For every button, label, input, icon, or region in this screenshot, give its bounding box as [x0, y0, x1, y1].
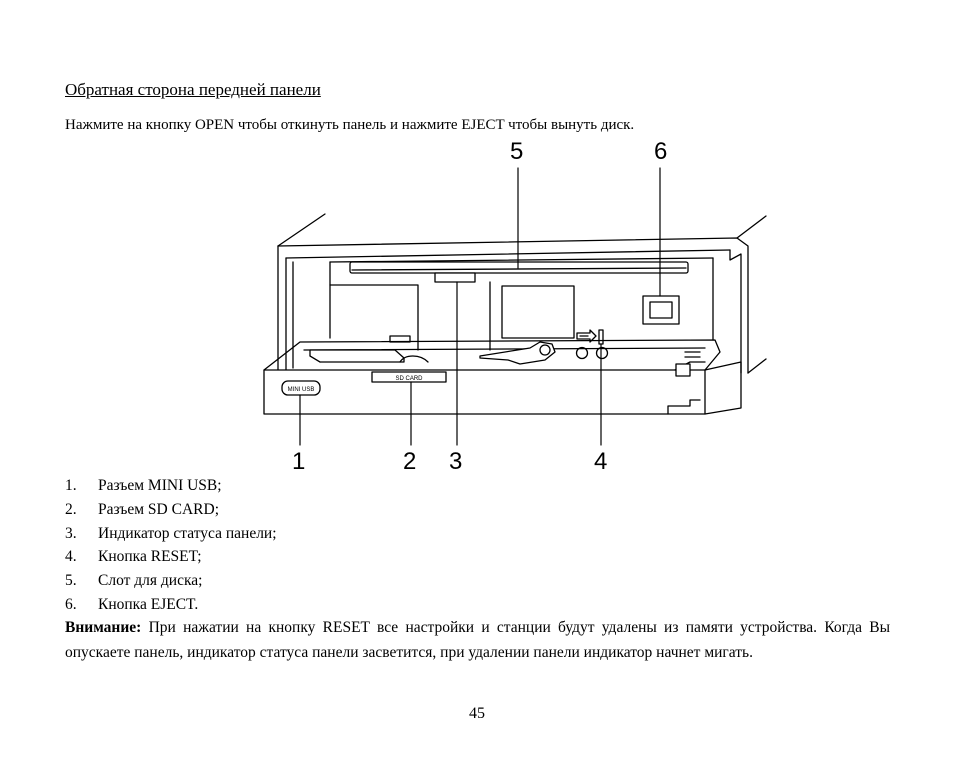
list-item: 4.Кнопка RESET; — [65, 548, 202, 566]
eject-button — [642, 295, 680, 325]
callout-1: 1 — [292, 448, 306, 475]
leader-lines — [299, 167, 661, 446]
intro-text: Нажмите на кнопку OPEN чтобы откинуть па… — [65, 117, 635, 133]
list-item: 2.Разъем SD CARD; — [65, 500, 219, 518]
section-heading: Обратная сторона передней панели — [65, 80, 321, 99]
housing — [277, 213, 767, 376]
component-list: 1.Разъем MINI USB; 2.Разъем SD CARD; 3.И… — [65, 474, 277, 617]
callout-3: 3 — [449, 448, 463, 475]
warning-label: Внимание: — [65, 619, 142, 636]
panel-tray — [263, 339, 721, 371]
reset-button — [576, 329, 604, 345]
mini-usb-label: MINI USB — [288, 387, 315, 393]
sd-card-slot: SD CARD — [371, 371, 447, 383]
page-number: 45 — [469, 705, 485, 722]
warning-paragraph: Внимание: При нажатии на кнопку RESET вс… — [65, 615, 890, 665]
warning-text: При нажатии на кнопку RESET все настройк… — [65, 619, 890, 661]
inner-mechanism — [329, 281, 575, 351]
list-item: 3.Индикатор статуса панели; — [65, 524, 277, 542]
callout-2: 2 — [403, 448, 417, 475]
callout-4: 4 — [594, 448, 608, 475]
disc-slot — [349, 261, 689, 283]
panel-body — [263, 361, 742, 415]
mini-usb-port: MINI USB — [281, 380, 321, 396]
callout-6: 6 — [654, 138, 668, 165]
list-item: 5.Слот для диска; — [65, 572, 203, 590]
list-item: 1.Разъем MINI USB; — [65, 477, 222, 494]
list-item: 6.Кнопка EJECT. — [65, 595, 199, 613]
callout-5: 5 — [510, 138, 524, 165]
sd-card-label: SD CARD — [395, 376, 423, 382]
